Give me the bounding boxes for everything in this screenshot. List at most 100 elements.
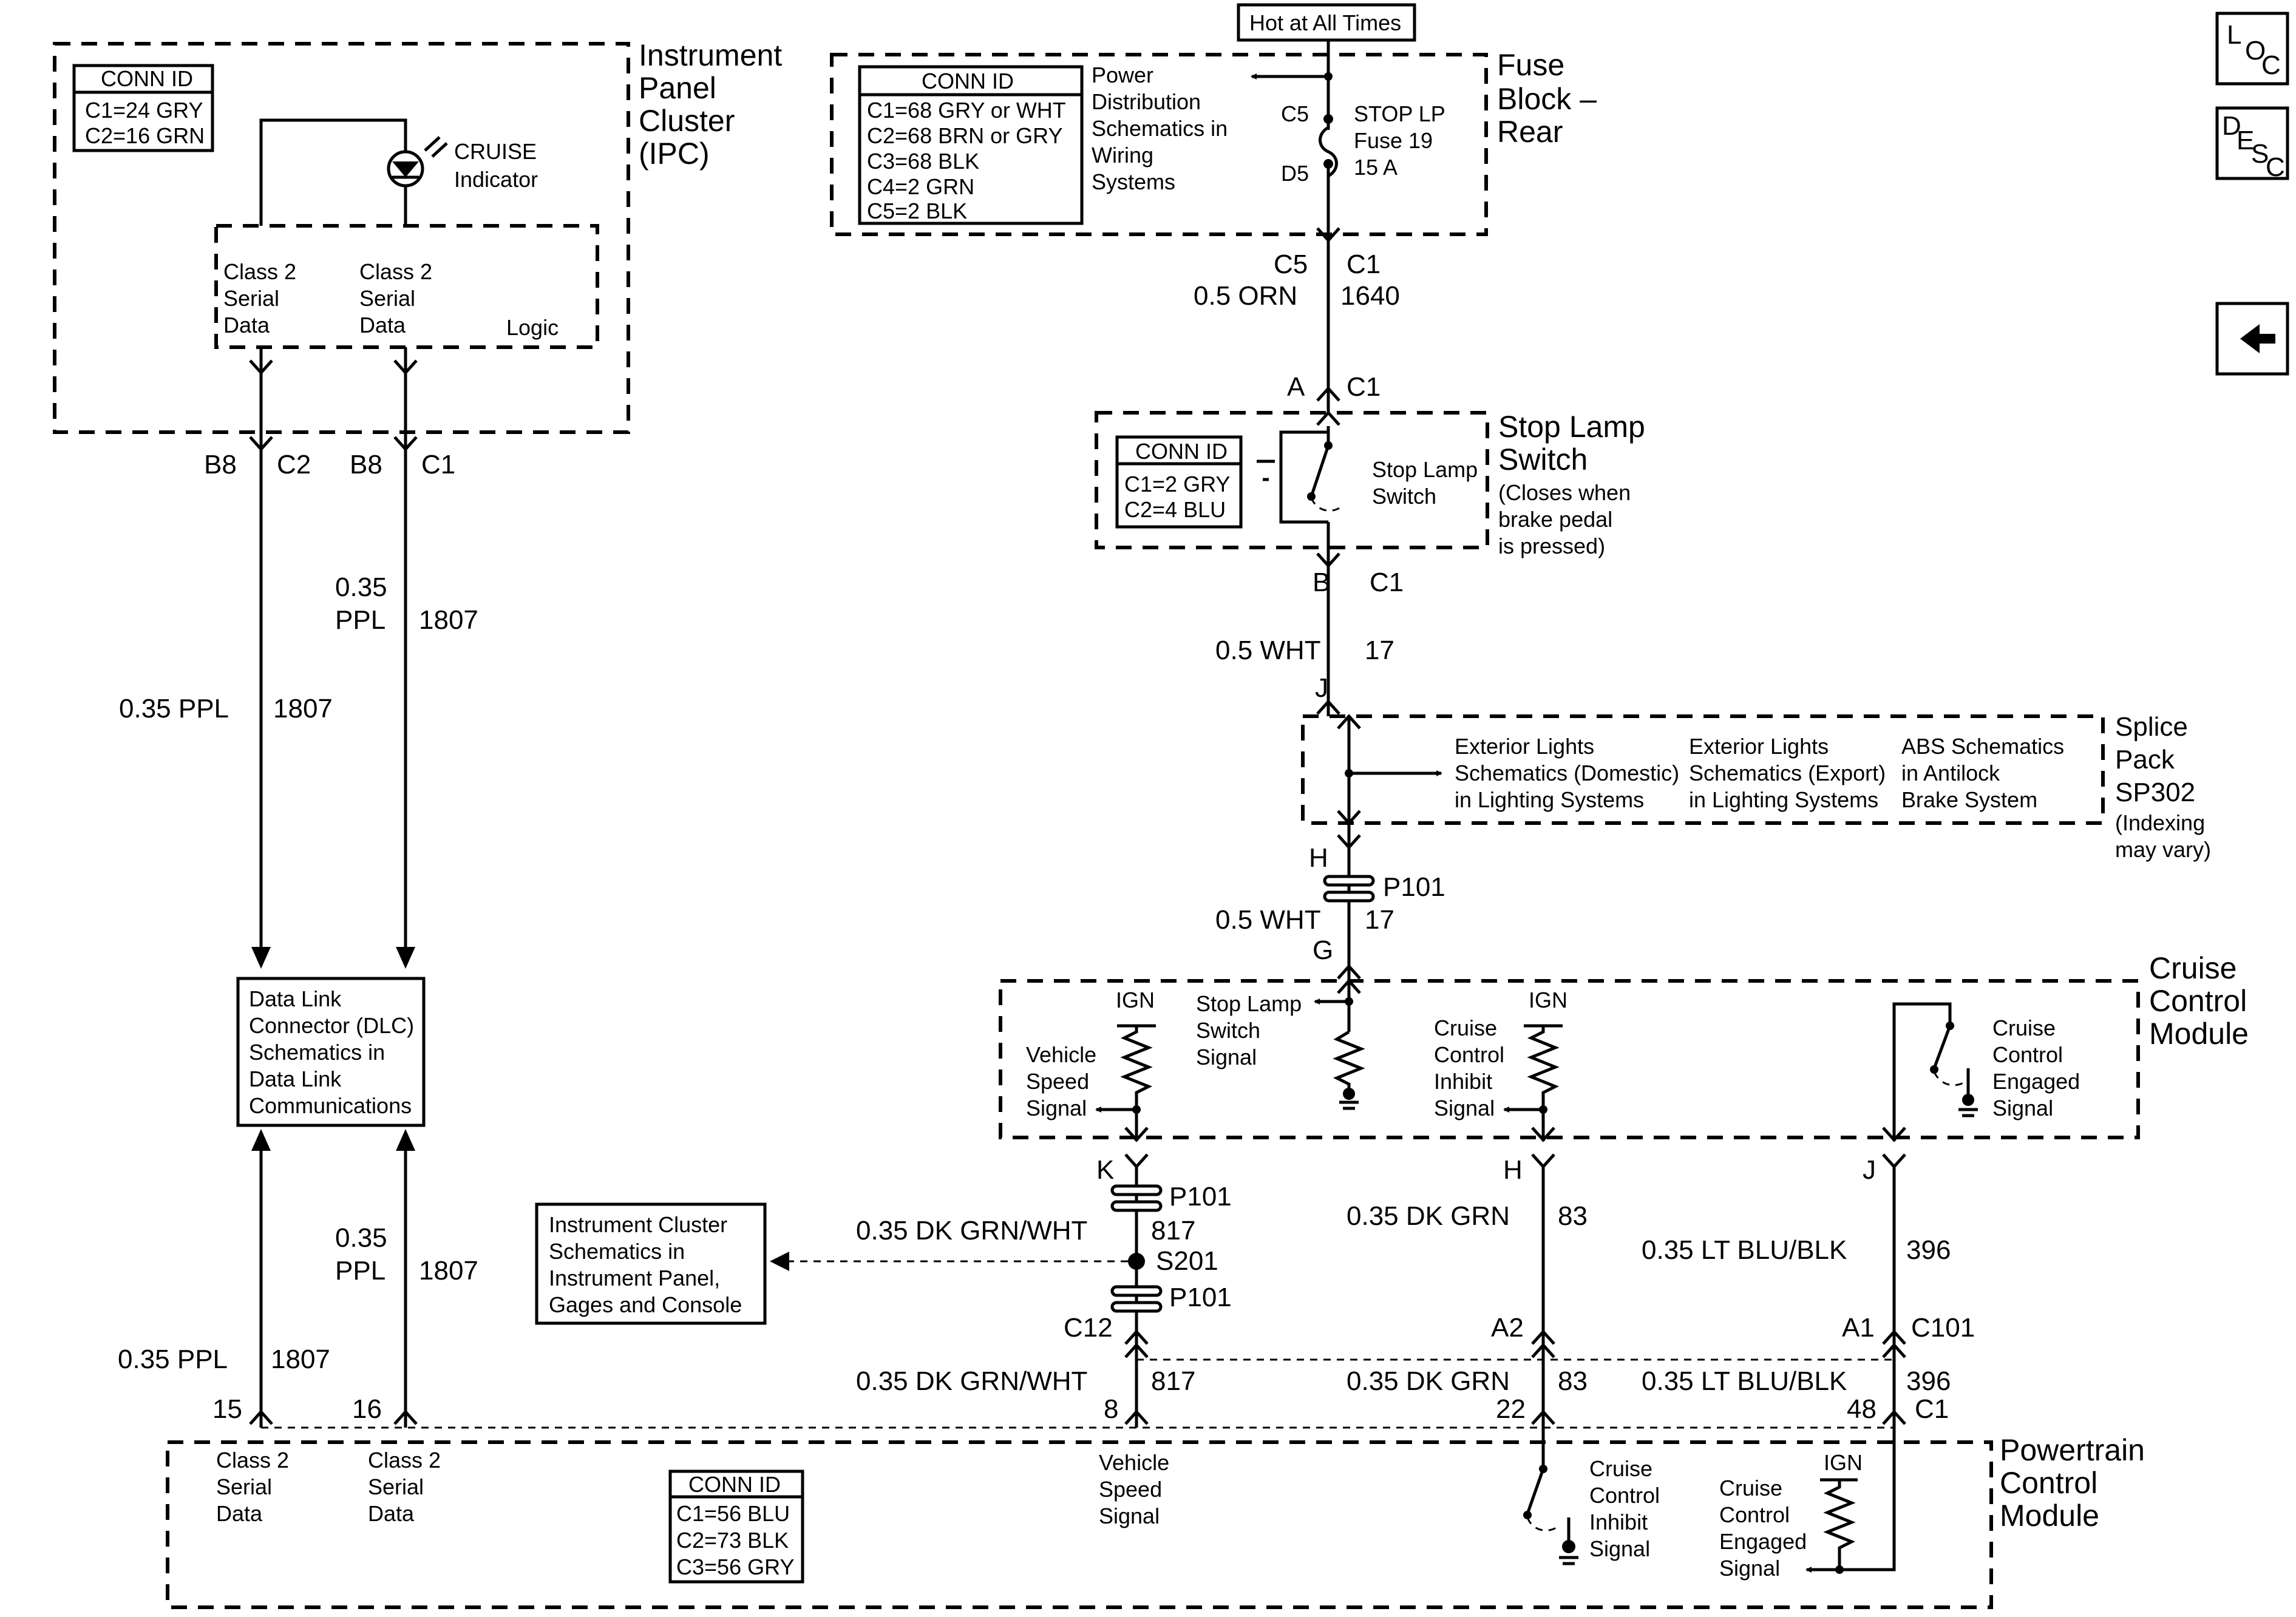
svg-text:Signal: Signal	[1434, 1096, 1495, 1120]
desc-button[interactable]: D E S C	[2215, 106, 2289, 182]
svg-text:15 A: 15 A	[1354, 155, 1398, 180]
svg-text:Cruise: Cruise	[1434, 1015, 1497, 1040]
svg-text:P101: P101	[1169, 1182, 1232, 1212]
svg-text:C4=2 GRN: C4=2 GRN	[867, 174, 974, 199]
svg-text:Signal: Signal	[1026, 1096, 1087, 1120]
svg-text:B: B	[1313, 568, 1330, 597]
svg-text:in Lighting Systems: in Lighting Systems	[1455, 787, 1644, 812]
svg-text:CRUISE: CRUISE	[454, 139, 537, 164]
svg-text:CONN ID: CONN ID	[101, 66, 193, 91]
ipc-conn-id-table: CONN ID C1=24 GRY C2=16 GRN	[72, 64, 214, 152]
svg-text:Logic: Logic	[506, 315, 559, 340]
svg-text:C5=2 BLK: C5=2 BLK	[867, 198, 967, 223]
svg-text:Signal: Signal	[1589, 1536, 1650, 1561]
svg-text:A: A	[1287, 372, 1305, 402]
svg-text:SP302: SP302	[2115, 778, 2195, 807]
svg-text:CONN ID: CONN ID	[1135, 439, 1228, 464]
svg-text:A2: A2	[1491, 1313, 1524, 1343]
fuse-block-rear: Hot at All Times Fuse Block – Rear CONN …	[830, 3, 1597, 236]
svg-text:Stop Lamp: Stop Lamp	[1498, 410, 1645, 444]
svg-text:Data: Data	[368, 1501, 415, 1526]
svg-text:Stop Lamp: Stop Lamp	[1372, 457, 1478, 482]
svg-text:Signal: Signal	[1992, 1096, 2053, 1120]
svg-text:0.35: 0.35	[335, 1223, 387, 1253]
back-button[interactable]	[2215, 302, 2289, 376]
svg-text:Class 2: Class 2	[223, 259, 296, 284]
svg-text:C101: C101	[1911, 1313, 1975, 1343]
svg-text:C1=56 BLU: C1=56 BLU	[676, 1501, 790, 1526]
svg-text:1807: 1807	[419, 1256, 478, 1286]
svg-text:Schematics (Export): Schematics (Export)	[1689, 761, 1886, 785]
svg-text:Serial: Serial	[368, 1474, 424, 1499]
svg-text:Data: Data	[216, 1501, 263, 1526]
svg-text:CONN ID: CONN ID	[922, 69, 1014, 93]
svg-text:Signal: Signal	[1719, 1556, 1780, 1581]
svg-text:0.35 LT BLU/BLK: 0.35 LT BLU/BLK	[1642, 1366, 1847, 1396]
svg-text:C1=68 GRY or WHT: C1=68 GRY or WHT	[867, 98, 1066, 123]
svg-text:S: S	[2251, 139, 2269, 169]
svg-text:S201: S201	[1156, 1246, 1218, 1276]
fuse-conn-id-table: CONN ID C1=68 GRY or WHT C2=68 BRN or GR…	[858, 65, 1084, 225]
svg-text:Connector (DLC): Connector (DLC)	[249, 1013, 414, 1038]
svg-text:C: C	[2261, 50, 2281, 80]
svg-text:C1: C1	[1370, 568, 1404, 597]
svg-text:22: 22	[1496, 1394, 1526, 1424]
svg-text:17: 17	[1365, 636, 1394, 665]
svg-text:Block –: Block –	[1497, 82, 1597, 116]
svg-text:Power: Power	[1092, 63, 1153, 87]
svg-text:Instrument: Instrument	[639, 38, 782, 72]
sls-conn-id-table: CONN ID C1=2 GRY C2=4 BLU	[1115, 435, 1243, 529]
powertrain-control-module: Powertrain Control Module Class 2 Serial…	[166, 1428, 2145, 1609]
svg-text:Instrument Cluster: Instrument Cluster	[549, 1212, 727, 1237]
svg-text:Rear: Rear	[1497, 115, 1563, 149]
pcm-conn-id-table: CONN ID C1=56 BLU C2=73 BLK C3=56 GRY	[668, 1470, 804, 1584]
loc-button[interactable]: L O C	[2215, 12, 2289, 86]
svg-text:C1: C1	[1347, 249, 1381, 279]
svg-text:B8: B8	[350, 450, 382, 480]
svg-text:A1: A1	[1842, 1313, 1875, 1343]
svg-text:Schematics in: Schematics in	[549, 1239, 685, 1264]
svg-text:Speed: Speed	[1099, 1477, 1162, 1502]
svg-text:1640: 1640	[1340, 281, 1400, 311]
svg-text:Brake System: Brake System	[1901, 787, 2037, 812]
svg-text:may vary): may vary)	[2115, 837, 2211, 862]
svg-text:0.35 PPL: 0.35 PPL	[118, 1344, 228, 1374]
svg-text:83: 83	[1558, 1201, 1588, 1231]
fuse-icon	[1319, 126, 1338, 178]
svg-text:Vehicle: Vehicle	[1099, 1450, 1169, 1475]
svg-text:Powertrain: Powertrain	[2000, 1433, 2145, 1467]
svg-text:Switch: Switch	[1498, 442, 1588, 476]
svg-text:K: K	[1096, 1155, 1114, 1185]
svg-text:G: G	[1313, 935, 1333, 965]
svg-text:E: E	[2237, 126, 2254, 155]
svg-text:Speed: Speed	[1026, 1069, 1089, 1094]
svg-text:0.35 DK GRN/WHT: 0.35 DK GRN/WHT	[856, 1216, 1087, 1246]
svg-text:Data Link: Data Link	[249, 986, 342, 1011]
svg-text:Data: Data	[223, 313, 270, 337]
svg-text:D5: D5	[1281, 161, 1309, 186]
svg-text:817: 817	[1151, 1216, 1195, 1246]
left-arrow-icon	[2240, 324, 2275, 353]
svg-text:396: 396	[1906, 1366, 1951, 1396]
svg-text:C5: C5	[1281, 101, 1309, 126]
svg-text:brake pedal: brake pedal	[1498, 507, 1612, 532]
svg-text:Serial: Serial	[223, 286, 279, 311]
svg-text:0.35 PPL: 0.35 PPL	[119, 694, 229, 724]
cruise-control-module: Cruise Control Module IGN Vehicle Speed …	[999, 951, 2249, 1141]
svg-text:Distribution: Distribution	[1092, 89, 1201, 114]
svg-text:Class 2: Class 2	[368, 1448, 441, 1473]
svg-text:Module: Module	[2000, 1499, 2099, 1533]
svg-text:C: C	[2266, 152, 2285, 182]
svg-text:0.5 WHT: 0.5 WHT	[1215, 905, 1321, 935]
svg-text:48: 48	[1847, 1394, 1877, 1424]
svg-text:0.35: 0.35	[335, 572, 387, 602]
svg-text:in Lighting Systems: in Lighting Systems	[1689, 787, 1878, 812]
s201-splice-icon	[1128, 1253, 1145, 1270]
svg-text:Exterior Lights: Exterior Lights	[1455, 734, 1594, 759]
svg-text:(Closes when: (Closes when	[1498, 480, 1631, 505]
svg-text:0.35 DK GRN: 0.35 DK GRN	[1347, 1201, 1510, 1231]
k-p101-connector-icon	[1110, 1184, 1163, 1212]
svg-text:Schematics in: Schematics in	[249, 1040, 385, 1065]
svg-text:Instrument Panel,: Instrument Panel,	[549, 1266, 720, 1290]
